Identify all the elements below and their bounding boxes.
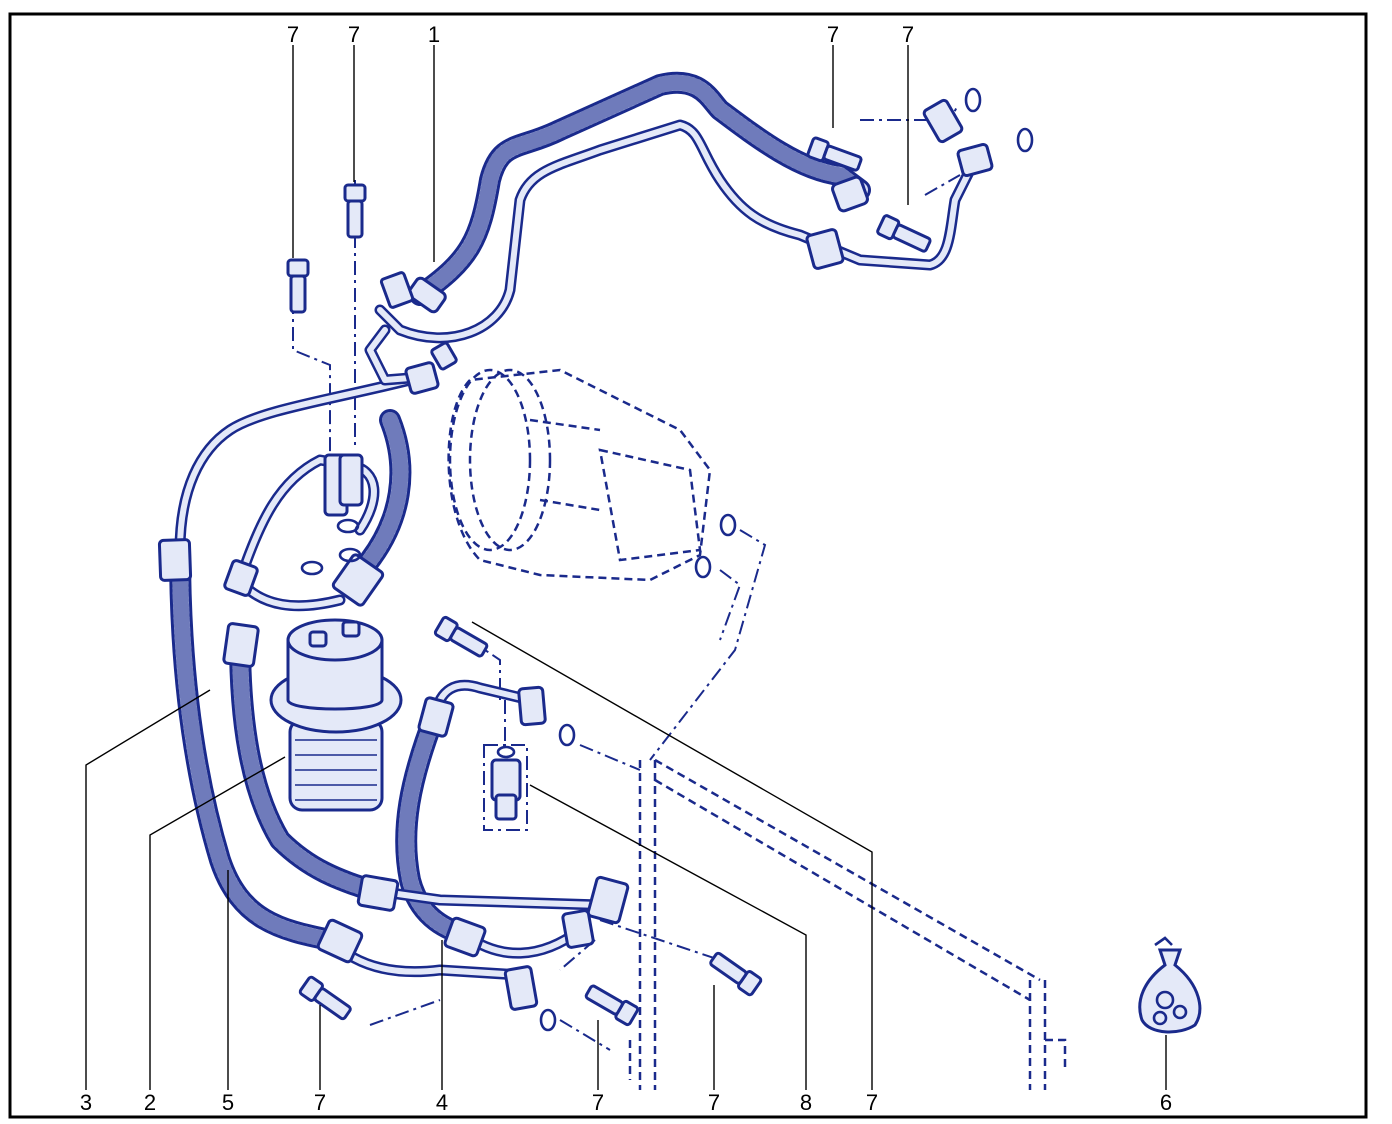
bolt (343, 183, 367, 239)
callout-7: 7 (902, 22, 914, 47)
receiver-drier (269, 618, 403, 812)
hose-1 (409, 71, 871, 306)
hose-5 (229, 629, 381, 901)
bolt (286, 258, 310, 314)
callout-7: 7 (287, 22, 299, 47)
callout-6: 6 (1160, 1090, 1172, 1115)
hose-suction (344, 409, 412, 591)
bolt (709, 951, 763, 997)
callout-7: 7 (708, 1090, 720, 1115)
callout-4: 4 (436, 1090, 448, 1115)
bolts (286, 136, 932, 1027)
callout-8: 8 (800, 1090, 812, 1115)
callout-2: 2 (144, 1090, 156, 1115)
pressure-switch (490, 745, 522, 821)
callout-5: 5 (222, 1090, 234, 1115)
callout-7: 7 (314, 1090, 326, 1115)
callout-3: 3 (80, 1090, 92, 1115)
callout-7: 7 (592, 1090, 604, 1115)
bolt (298, 975, 352, 1021)
leader-lines (85, 45, 1167, 1090)
bolt (433, 615, 489, 658)
fittings (157, 98, 994, 1011)
bolt (584, 984, 640, 1027)
callout-1: 1 (428, 22, 440, 47)
compressor-ghost (447, 368, 712, 582)
hose-4 (395, 704, 476, 946)
bolt (876, 214, 932, 253)
o-rings (300, 87, 1034, 1032)
callout-7: 7 (827, 22, 839, 47)
parts-bag (1138, 936, 1202, 1034)
callout-7: 7 (866, 1090, 878, 1115)
callout-labels: 7 7 1 7 7 3 2 5 7 4 7 7 8 7 6 (80, 22, 1172, 1115)
callout-7: 7 (348, 22, 360, 47)
diagram-frame (8, 12, 1368, 1119)
condenser-ghost (628, 758, 1067, 1090)
hose-3 (169, 539, 341, 951)
bolt (806, 136, 863, 172)
